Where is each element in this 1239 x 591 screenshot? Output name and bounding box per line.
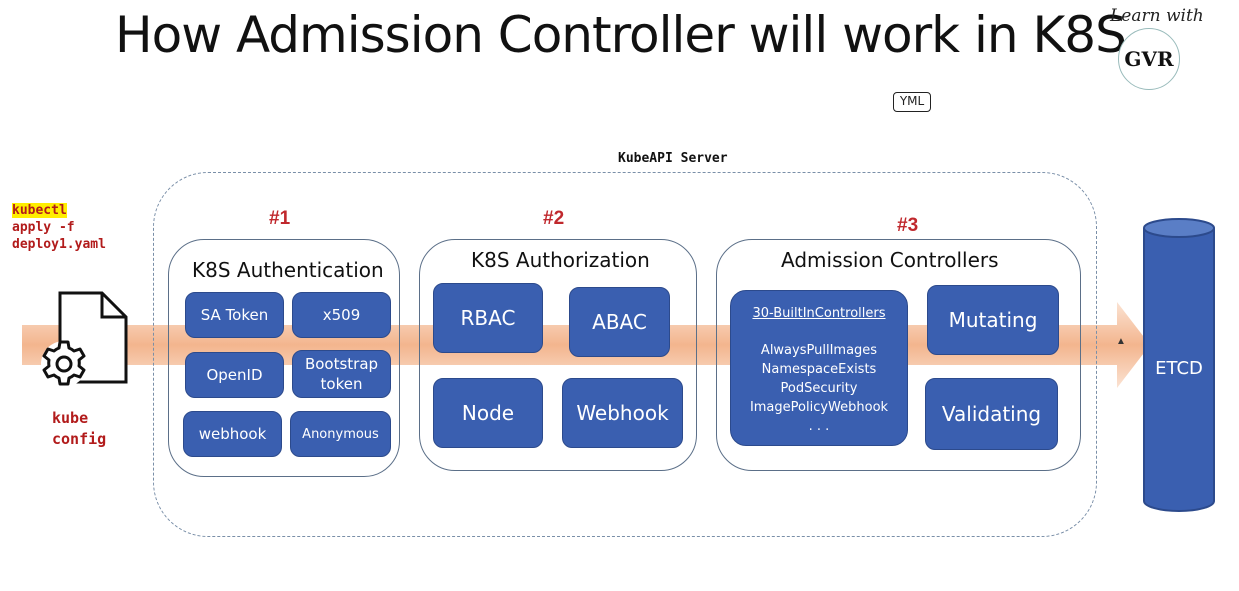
rbac-tile[interactable]: RBAC (433, 283, 543, 353)
kubectl-command: kubectl apply -f deploy1.yaml (12, 202, 106, 253)
authentication-title: K8S Authentication (192, 258, 384, 282)
builtin-controller-item: AlwaysPullImages (760, 343, 878, 358)
kubeapi-server-boundary (153, 172, 1097, 537)
kubectl-command-line3: deploy1.yaml (12, 237, 106, 252)
kube-config-label: kube config (52, 408, 106, 450)
bootstrap-token-tile[interactable]: Bootstrap token (292, 350, 391, 398)
admission-title: Admission Controllers (781, 248, 999, 272)
kube-config-line1: kube (52, 409, 89, 427)
authentication-stage (168, 239, 400, 477)
abac-tile[interactable]: ABAC (569, 287, 670, 357)
etcd-label: ETCD (1155, 358, 1203, 379)
authorization-title: K8S Authorization (471, 248, 650, 272)
yml-icon: YML (893, 92, 931, 112)
builtin-controller-ellipsis: . . . (808, 419, 830, 434)
builtin-controller-item: PodSecurity (780, 381, 858, 396)
sa-token-tile[interactable]: SA Token (185, 292, 284, 338)
stage-1-number: #1 (269, 208, 291, 229)
gvr-logo-text: GVR (1124, 47, 1174, 71)
learn-with-text: Learn with (1110, 6, 1204, 26)
node-tile[interactable]: Node (433, 378, 543, 448)
validating-tile[interactable]: Validating (925, 378, 1058, 450)
x509-tile[interactable]: x509 (292, 292, 391, 338)
webhook-auth-tile[interactable]: webhook (183, 411, 282, 457)
stage-2-number: #2 (543, 208, 565, 229)
builtin-controller-item: ImagePolicyWebhook (749, 400, 889, 415)
file-gear-icon (41, 291, 128, 387)
stage-3-number: #3 (897, 215, 919, 236)
admission-stage (716, 239, 1081, 471)
builtin-controllers-tile[interactable]: 30-BuiltInControllers AlwaysPullImages N… (730, 290, 908, 446)
kubeapi-server-label: KubeAPI Server (618, 151, 728, 166)
etcd-cylinder (1143, 218, 1215, 512)
mouse-cursor-icon: ▲ (1116, 336, 1126, 347)
kube-config-line2: config (52, 430, 107, 448)
gvr-logo: GVR (1118, 28, 1180, 90)
anonymous-tile[interactable]: Anonymous (290, 411, 391, 457)
page-title: How Admission Controller will work in K8… (115, 6, 1127, 64)
kubectl-command-line1: kubectl (12, 203, 67, 218)
openid-tile[interactable]: OpenID (185, 352, 284, 398)
mutating-tile[interactable]: Mutating (927, 285, 1059, 355)
kubectl-command-line2: apply -f (12, 220, 75, 235)
authorization-stage (419, 239, 697, 471)
webhook-authz-tile[interactable]: Webhook (562, 378, 683, 448)
builtin-controller-item: NamespaceExists (761, 362, 877, 377)
builtin-controllers-title[interactable]: 30-BuiltInControllers (752, 306, 886, 321)
